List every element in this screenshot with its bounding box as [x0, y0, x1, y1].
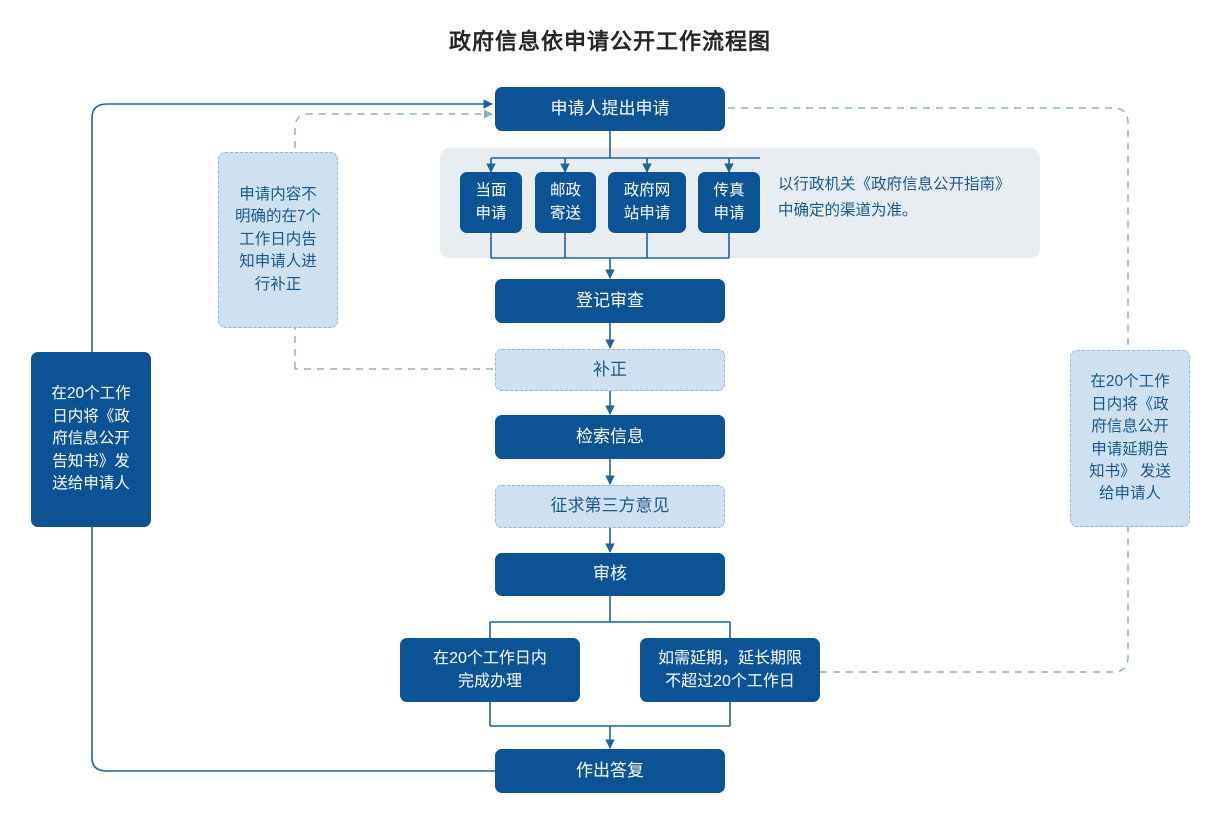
node-extension-label: 如需延期，延长期限 不超过20个工作日	[657, 649, 802, 690]
note-supplement-deadline-label: 申请内容不 明确的在7个 工作日内告 知申请人进 行补正	[234, 185, 322, 293]
node-extension[interactable]: 如需延期，延长期限 不超过20个工作日	[640, 638, 820, 702]
node-supplement-label: 补正	[593, 359, 627, 379]
node-third-party-opinion-label: 征求第三方意见	[550, 496, 670, 516]
page-title: 政府信息依申请公开工作流程图	[448, 29, 771, 54]
node-register-review[interactable]: 登记审查	[495, 279, 725, 323]
node-complete-in-20-days[interactable]: 在20个工作日内 完成办理	[400, 638, 580, 702]
note-disclosure-notice-label: 在20个工作 日内将《政 府信息公开 告知书》发 送给申请人	[51, 385, 131, 493]
node-retrieve-info-label: 检索信息	[576, 426, 644, 446]
node-channel-in-person[interactable]: 当面 申请	[460, 172, 522, 233]
node-audit[interactable]: 审核	[495, 553, 725, 596]
node-register-review-label: 登记审查	[576, 290, 644, 310]
node-channel-fax-label: 传真 申请	[713, 182, 745, 222]
note-extension-notice-label: 在20个工作 日内将《政 府信息公开 申请延期告 知书》 发送 给申请人	[1089, 373, 1171, 503]
node-channel-postal-label: 邮政 寄送	[549, 182, 581, 222]
node-start[interactable]: 申请人提出申请	[495, 87, 725, 131]
node-start-label: 申请人提出申请	[550, 98, 670, 118]
note-supplement-deadline[interactable]: 申请内容不 明确的在7个 工作日内告 知申请人进 行补正	[218, 152, 338, 328]
note-extension-notice[interactable]: 在20个工作 日内将《政 府信息公开 申请延期告 知书》 发送 给申请人	[1070, 350, 1190, 527]
node-reply-label: 作出答复	[576, 760, 644, 780]
node-audit-label: 审核	[593, 564, 627, 584]
node-supplement[interactable]: 补正	[495, 349, 725, 391]
node-channel-postal[interactable]: 邮政 寄送	[535, 172, 596, 233]
node-channel-fax[interactable]: 传真 申请	[698, 172, 760, 233]
node-third-party-opinion[interactable]: 征求第三方意见	[495, 485, 725, 528]
node-complete-in-20-days-label: 在20个工作日内 完成办理	[433, 649, 547, 690]
channel-note: 以行政机关《政府信息公开指南》 中确定的渠道为准。	[778, 176, 1011, 219]
node-channel-website-label: 政府网 站申请	[623, 182, 671, 222]
node-channel-in-person-label: 当面 申请	[475, 182, 507, 222]
node-channel-website[interactable]: 政府网 站申请	[608, 172, 686, 233]
node-retrieve-info[interactable]: 检索信息	[495, 415, 725, 459]
node-reply[interactable]: 作出答复	[495, 749, 725, 793]
note-disclosure-notice[interactable]: 在20个工作 日内将《政 府信息公开 告知书》发 送给申请人	[31, 352, 151, 527]
